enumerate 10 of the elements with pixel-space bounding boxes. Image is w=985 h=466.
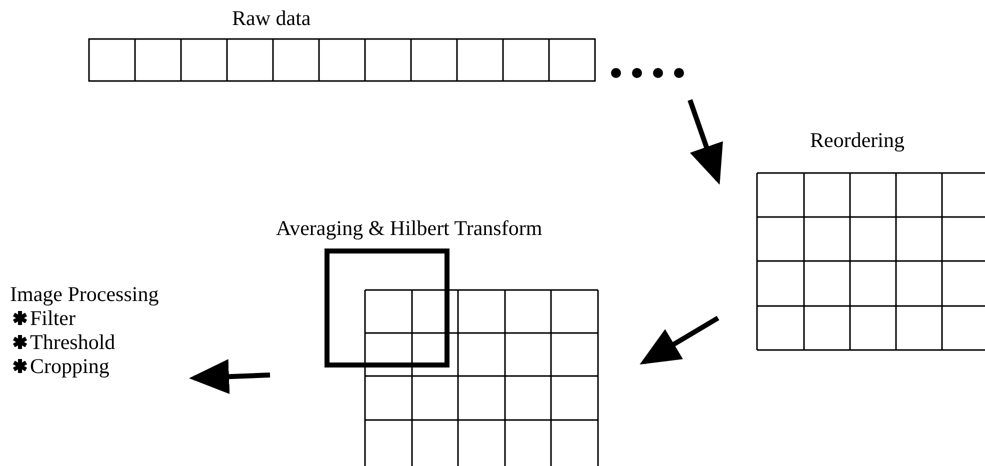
arrow [640,316,720,365]
list-item: Filter [30,306,76,330]
list-item: Cropping [30,354,110,378]
step-label: Averaging & Hilbert Transform [276,216,542,240]
arrow [688,99,723,185]
step-label: Raw data [232,6,311,30]
arrow [189,359,270,394]
heading: Image Processing [10,282,159,306]
list-item: Threshold [30,330,116,354]
step-label: Reordering [810,128,904,152]
